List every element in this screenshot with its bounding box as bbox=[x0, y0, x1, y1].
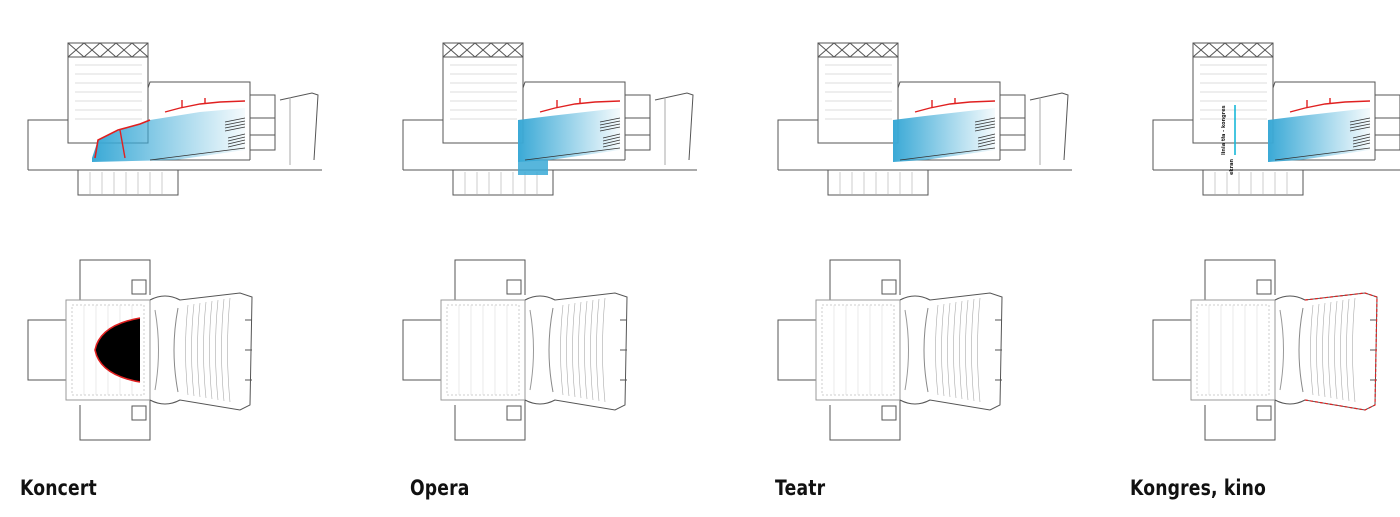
panel-concert: Koncert bbox=[0, 0, 350, 517]
balcony-edges bbox=[539, 98, 621, 113]
plan-top-wing bbox=[79, 259, 151, 300]
stage-pit bbox=[827, 169, 929, 196]
auditorium-outline bbox=[149, 292, 253, 411]
diagram-congress bbox=[1152, 42, 1400, 441]
rear-block bbox=[250, 94, 276, 151]
auditorium-roof bbox=[897, 81, 1001, 160]
plan-stage bbox=[440, 299, 526, 401]
stage-pit bbox=[1202, 169, 1304, 196]
panel-label: Opera bbox=[410, 476, 470, 500]
panel-label: Koncert bbox=[20, 476, 97, 500]
balcony-edges bbox=[914, 98, 996, 113]
section-drawing bbox=[27, 42, 322, 196]
plan-stage bbox=[1190, 299, 1276, 401]
plan-left-wing bbox=[27, 319, 66, 381]
auditorium-roof bbox=[522, 81, 626, 160]
fly-tower-truss bbox=[817, 42, 899, 58]
orchestra-pit bbox=[518, 160, 548, 175]
concert-shell-plan bbox=[94, 317, 141, 383]
stair-bottom bbox=[1256, 405, 1272, 421]
plan-bottom-wing bbox=[1204, 400, 1276, 441]
plan-drawing bbox=[1152, 259, 1378, 441]
fly-tower bbox=[817, 42, 899, 144]
plan-top-wing bbox=[1204, 259, 1276, 300]
stair-bottom bbox=[881, 405, 897, 421]
auditorium-roof bbox=[147, 81, 251, 160]
balcony-edges bbox=[1289, 98, 1371, 113]
plan-left-wing bbox=[777, 319, 816, 381]
rear-block bbox=[625, 94, 651, 151]
line-drawing bbox=[402, 42, 697, 441]
seating-rake bbox=[1274, 117, 1371, 161]
audience-volume bbox=[1268, 108, 1370, 162]
stage-pit bbox=[452, 169, 554, 196]
rear-block bbox=[1375, 94, 1400, 151]
panel-label: Teatr bbox=[775, 476, 826, 500]
fly-tower bbox=[442, 42, 524, 144]
left-wing bbox=[777, 119, 818, 170]
stair-top bbox=[881, 279, 897, 295]
foyer-canopy bbox=[1029, 92, 1069, 161]
stair-bottom bbox=[506, 405, 522, 421]
plan-bottom-wing bbox=[454, 400, 526, 441]
plan-top-wing bbox=[829, 259, 901, 300]
plan-top-wing bbox=[454, 259, 526, 300]
left-wing bbox=[1152, 119, 1193, 170]
plan-stage bbox=[65, 299, 151, 401]
fly-tower bbox=[1192, 42, 1274, 144]
panel-theatre: Teatr bbox=[750, 0, 1100, 517]
rear-block bbox=[1000, 94, 1026, 151]
plan-drawing bbox=[777, 259, 1003, 441]
fly-tower-truss bbox=[67, 42, 149, 58]
panel-opera: Opera bbox=[375, 0, 725, 517]
annotation-screen: ekran bbox=[1229, 158, 1235, 175]
auditorium-outline bbox=[1274, 292, 1378, 411]
stair-top bbox=[1256, 279, 1272, 295]
fly-tower-truss bbox=[1192, 42, 1274, 58]
line-drawing bbox=[777, 42, 1072, 441]
balcony-edges bbox=[94, 98, 246, 159]
line-drawing bbox=[27, 42, 322, 441]
auditorium-outline bbox=[899, 292, 1003, 411]
plan-drawing bbox=[402, 259, 628, 441]
plan-left-wing bbox=[1152, 319, 1191, 381]
auditorium-roof bbox=[1272, 81, 1376, 160]
plan-bottom-wing bbox=[79, 400, 151, 441]
foyer-canopy bbox=[654, 92, 694, 161]
section-drawing bbox=[1152, 42, 1400, 196]
stair-top bbox=[506, 279, 522, 295]
audience-volume bbox=[92, 108, 245, 162]
plan-left-wing bbox=[402, 319, 441, 381]
left-wing bbox=[27, 119, 68, 170]
line-drawing bbox=[1152, 42, 1400, 441]
diagram-theatre bbox=[777, 42, 1072, 441]
section-drawing bbox=[402, 42, 697, 196]
auditorium-outline bbox=[524, 292, 628, 411]
audience-volume bbox=[893, 108, 995, 162]
audience-volume bbox=[518, 108, 620, 162]
congress-enclosure bbox=[1304, 292, 1378, 411]
panel-label: Kongres, kino bbox=[1130, 476, 1266, 500]
left-wing bbox=[402, 119, 443, 170]
foyer-canopy bbox=[279, 92, 319, 161]
diagram-opera bbox=[402, 42, 697, 441]
seating-rake bbox=[149, 117, 246, 161]
plan-bottom-wing bbox=[829, 400, 901, 441]
plan-stage bbox=[815, 299, 901, 401]
stair-bottom bbox=[131, 405, 147, 421]
annotation-background-line: linia tła - kongres bbox=[1221, 105, 1227, 155]
fly-tower-truss bbox=[442, 42, 524, 58]
section-drawing bbox=[777, 42, 1072, 196]
concert-shell bbox=[94, 119, 151, 159]
stair-top bbox=[131, 279, 147, 295]
seating-rake bbox=[524, 117, 621, 161]
stage-pit bbox=[77, 169, 179, 196]
seating-rake bbox=[899, 117, 996, 161]
diagram-concert bbox=[27, 42, 322, 441]
